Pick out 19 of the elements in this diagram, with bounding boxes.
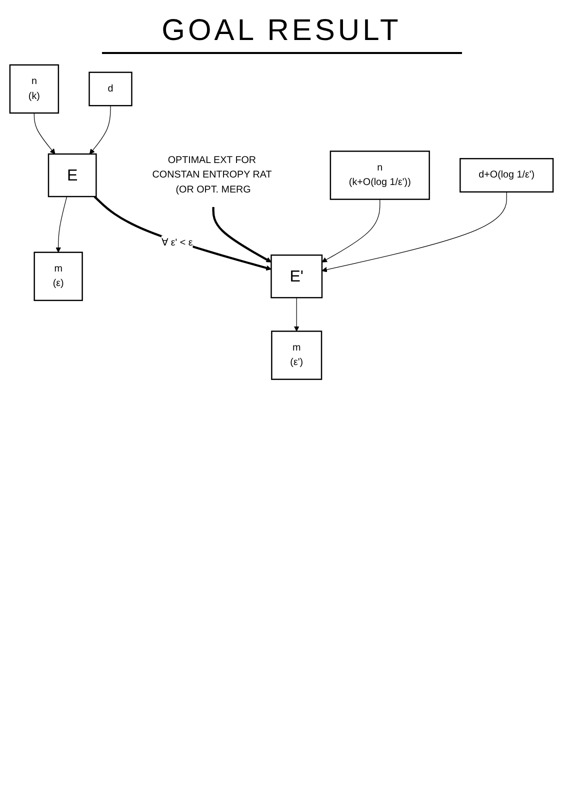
arrow <box>322 192 507 272</box>
arrow <box>34 112 56 154</box>
node-text: OPTIMAL EXT FOR CONSTAN ENTROPY RAT (OR OPT. MERG <box>152 154 272 196</box>
node-box: n (k+O(log 1/ε')) <box>330 150 430 200</box>
arrow <box>94 196 272 271</box>
arrow <box>89 105 111 154</box>
node-box: m (ε) <box>34 252 83 302</box>
node-box: m (ε') <box>271 330 322 380</box>
node-box: d+O(log 1/ε') <box>460 158 554 193</box>
title: GOAL RESULT <box>102 14 462 54</box>
edge-label: ∀ ε' < ε <box>161 237 193 248</box>
arrow <box>212 206 272 262</box>
node-box: n (k) <box>9 64 60 114</box>
arrow <box>294 297 300 332</box>
node-box: E' <box>270 254 323 298</box>
node-box: E <box>48 153 97 198</box>
arrow <box>322 199 380 262</box>
arrow <box>56 196 68 253</box>
node-box: d <box>88 72 132 106</box>
